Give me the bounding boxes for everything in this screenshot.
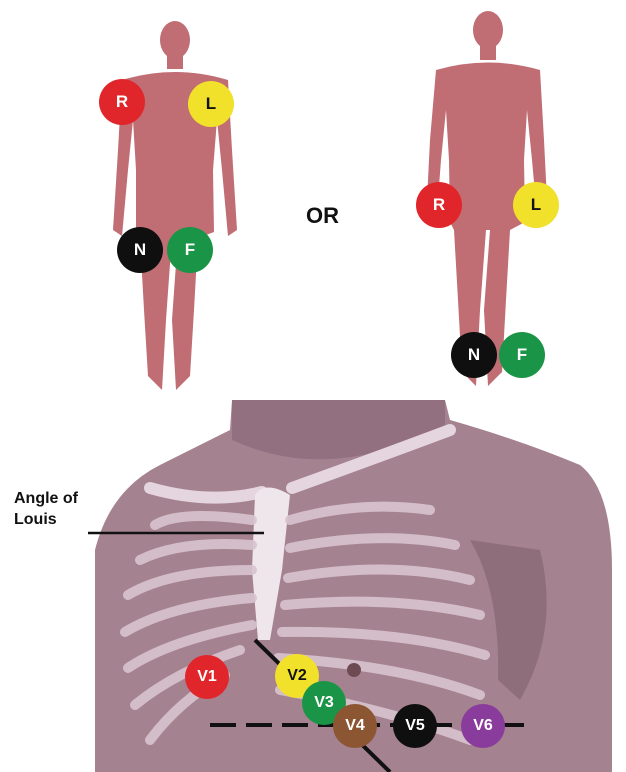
electrode-f-right-figure: F — [499, 332, 545, 378]
angle-of-louis-label: Angle of Louis — [14, 488, 78, 530]
angle-of-louis-label-line1: Angle of — [14, 488, 78, 509]
left-body-figure — [113, 21, 237, 390]
electrode-n-left-figure: N — [117, 227, 163, 273]
electrode-l-left-figure: L — [188, 81, 234, 127]
angle-of-louis-label-line2: Louis — [14, 509, 78, 530]
electrode-r-left-figure: R — [99, 79, 145, 125]
electrode-r-right-figure: R — [416, 182, 462, 228]
electrode-l-right-figure: L — [513, 182, 559, 228]
electrode-v5: V5 — [393, 704, 437, 748]
electrode-v1: V1 — [185, 655, 229, 699]
electrode-f-left-figure: F — [167, 227, 213, 273]
electrode-v6: V6 — [461, 704, 505, 748]
electrode-n-right-figure: N — [451, 332, 497, 378]
electrode-v4: V4 — [333, 704, 377, 748]
or-label: OR — [306, 203, 339, 229]
nipple — [347, 663, 361, 677]
